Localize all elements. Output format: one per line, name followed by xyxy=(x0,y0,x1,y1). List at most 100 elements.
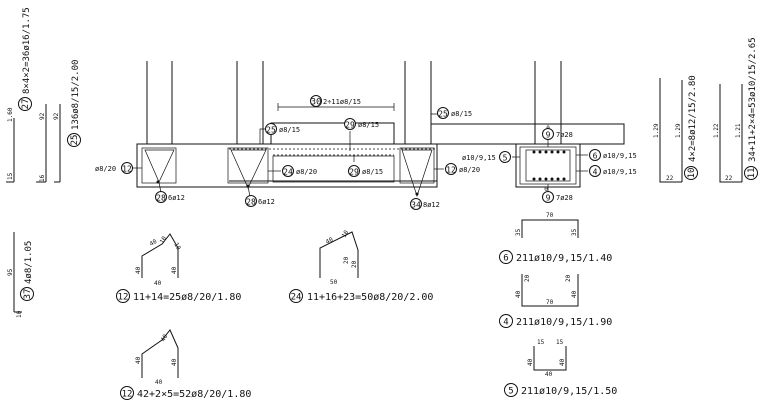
svg-text:40: 40 xyxy=(527,358,534,366)
detail-6: 70 35 35 6 211ø10/9,15/1.40 xyxy=(499,212,612,264)
tag-12a: ø8/20 12 xyxy=(95,162,133,174)
tag-6: 6 ø10/9,15 xyxy=(589,149,637,161)
stirrup-cages xyxy=(141,146,577,198)
svg-text:15: 15 xyxy=(556,339,564,346)
svg-text:12: 12 xyxy=(118,293,129,303)
svg-text:35: 35 xyxy=(571,228,578,236)
svg-text:136ø8/15/2.00: 136ø8/15/2.00 xyxy=(71,60,81,130)
svg-text:25: 25 xyxy=(70,135,80,146)
svg-text:20: 20 xyxy=(351,260,358,268)
svg-text:92: 92 xyxy=(53,112,60,120)
svg-text:ø10/9,15: ø10/9,15 xyxy=(603,152,637,160)
svg-text:16: 16 xyxy=(39,174,46,182)
detail-5: 15 15 40 40 40 5 211ø10/9,15/1.50 xyxy=(504,339,617,397)
columns xyxy=(146,61,562,144)
svg-text:50: 50 xyxy=(330,279,338,286)
svg-text:40: 40 xyxy=(325,236,335,246)
svg-text:ø10/9,15: ø10/9,15 xyxy=(462,154,496,162)
bar-37-schedule: 95 10 37 4ø8/1.05 xyxy=(7,232,34,318)
svg-text:ø8/20: ø8/20 xyxy=(95,165,116,173)
bar-27-schedule: 1.60 15 27 8×4×2=36ø16/1.75 xyxy=(6,7,32,183)
svg-text:211ø10/9,15/1.50: 211ø10/9,15/1.50 xyxy=(521,386,617,397)
svg-text:10: 10 xyxy=(159,235,169,245)
svg-text:12: 12 xyxy=(122,165,132,174)
svg-text:22: 22 xyxy=(666,175,674,182)
svg-text:9: 9 xyxy=(546,194,551,203)
svg-text:15: 15 xyxy=(7,172,14,180)
bar-10-schedule: 1.29 1.29 22 10 4×2=8ø12/15/2.80 xyxy=(653,75,698,183)
svg-text:ø8/15: ø8/15 xyxy=(451,110,472,118)
svg-text:1.21: 1.21 xyxy=(735,123,742,138)
svg-text:1.29: 1.29 xyxy=(653,123,660,138)
svg-text:ø8/20: ø8/20 xyxy=(459,166,480,174)
rebar-dots xyxy=(156,150,566,196)
svg-text:1.29: 1.29 xyxy=(675,123,682,138)
svg-text:ø10/9,15: ø10/9,15 xyxy=(603,168,637,176)
svg-text:ø8/15: ø8/15 xyxy=(358,121,379,129)
svg-text:20: 20 xyxy=(343,256,350,264)
svg-text:11+16+23=50ø8/20/2.00: 11+16+23=50ø8/20/2.00 xyxy=(307,292,433,303)
tag-30: 30 2÷11ø8/15 xyxy=(310,95,361,108)
detail-4: 40 20 40 20 70 4 211ø10/9,15/1.90 xyxy=(499,274,612,328)
tag-28b: 28 6ø12 xyxy=(245,195,275,207)
tag-12b: 12 ø8/20 xyxy=(445,163,480,175)
svg-text:24: 24 xyxy=(291,293,302,303)
svg-text:7ø28: 7ø28 xyxy=(556,194,573,202)
svg-text:211ø10/9,15/1.40: 211ø10/9,15/1.40 xyxy=(516,253,612,264)
leader-lines xyxy=(133,103,588,198)
svg-text:42+2×5=52ø8/20/1.80: 42+2×5=52ø8/20/1.80 xyxy=(137,389,251,400)
svg-text:34: 34 xyxy=(411,201,421,210)
svg-text:40: 40 xyxy=(545,371,553,378)
detail-24: 40 10 20 20 50 24 11+16+23=50ø8/20/2.00 xyxy=(289,229,433,303)
tag-5: ø10/9,15 5 xyxy=(462,151,511,163)
svg-text:10: 10 xyxy=(341,229,351,239)
svg-text:20: 20 xyxy=(565,274,572,282)
svg-text:70: 70 xyxy=(546,299,554,306)
svg-text:211ø10/9,15/1.90: 211ø10/9,15/1.90 xyxy=(516,317,612,328)
svg-text:6ø12: 6ø12 xyxy=(258,198,275,206)
svg-text:28: 28 xyxy=(246,198,256,207)
svg-text:40: 40 xyxy=(171,358,178,366)
svg-text:6ø12: 6ø12 xyxy=(168,194,185,202)
svg-text:4×2=8ø12/15/2.80: 4×2=8ø12/15/2.80 xyxy=(688,75,698,162)
svg-text:0: 0 xyxy=(544,186,548,193)
svg-text:29: 29 xyxy=(345,121,355,130)
svg-text:27: 27 xyxy=(21,99,31,110)
svg-text:6: 6 xyxy=(593,152,598,161)
svg-text:ø8/20: ø8/20 xyxy=(296,168,317,176)
svg-text:25: 25 xyxy=(266,126,276,135)
tag-34: 34 8ø12 xyxy=(410,198,440,210)
svg-text:10: 10 xyxy=(172,242,182,252)
svg-text:11+14=25ø8/20/1.80: 11+14=25ø8/20/1.80 xyxy=(133,292,241,303)
tag-4: 4 ø10/9,15 xyxy=(589,165,637,177)
svg-text:37: 37 xyxy=(23,289,33,300)
svg-text:ø8/15: ø8/15 xyxy=(279,126,300,134)
svg-text:34+11+2×4=53ø10/15/2.65: 34+11+2×4=53ø10/15/2.65 xyxy=(748,37,758,162)
svg-text:9: 9 xyxy=(546,131,551,140)
tag-25a: 25 ø8/15 xyxy=(265,123,300,135)
svg-text:35: 35 xyxy=(515,228,522,236)
svg-text:12: 12 xyxy=(122,390,133,400)
svg-text:4: 4 xyxy=(593,168,598,177)
svg-text:5: 5 xyxy=(503,154,508,163)
svg-text:10: 10 xyxy=(687,168,697,179)
svg-text:20: 20 xyxy=(524,274,531,282)
tag-29b: 29 ø8/15 xyxy=(348,165,383,177)
svg-text:8×4×2=36ø16/1.75: 8×4×2=36ø16/1.75 xyxy=(22,7,32,94)
svg-text:40: 40 xyxy=(515,290,522,298)
svg-text:25: 25 xyxy=(438,110,448,119)
svg-text:29: 29 xyxy=(349,168,359,177)
svg-text:30: 30 xyxy=(311,98,322,108)
svg-text:15: 15 xyxy=(537,339,545,346)
svg-text:40: 40 xyxy=(154,280,162,287)
svg-text:8ø12: 8ø12 xyxy=(423,201,440,209)
svg-text:24: 24 xyxy=(283,168,293,177)
svg-text:40: 40 xyxy=(135,266,142,274)
bar-25-schedule: 92 92 16 25 136ø8/15/2.00 xyxy=(36,60,81,183)
svg-text:10: 10 xyxy=(16,310,23,318)
svg-text:5: 5 xyxy=(508,387,513,397)
svg-text:40: 40 xyxy=(149,238,159,248)
svg-text:40: 40 xyxy=(135,356,142,364)
tag-9a: 0 9 7ø28 xyxy=(542,125,573,140)
